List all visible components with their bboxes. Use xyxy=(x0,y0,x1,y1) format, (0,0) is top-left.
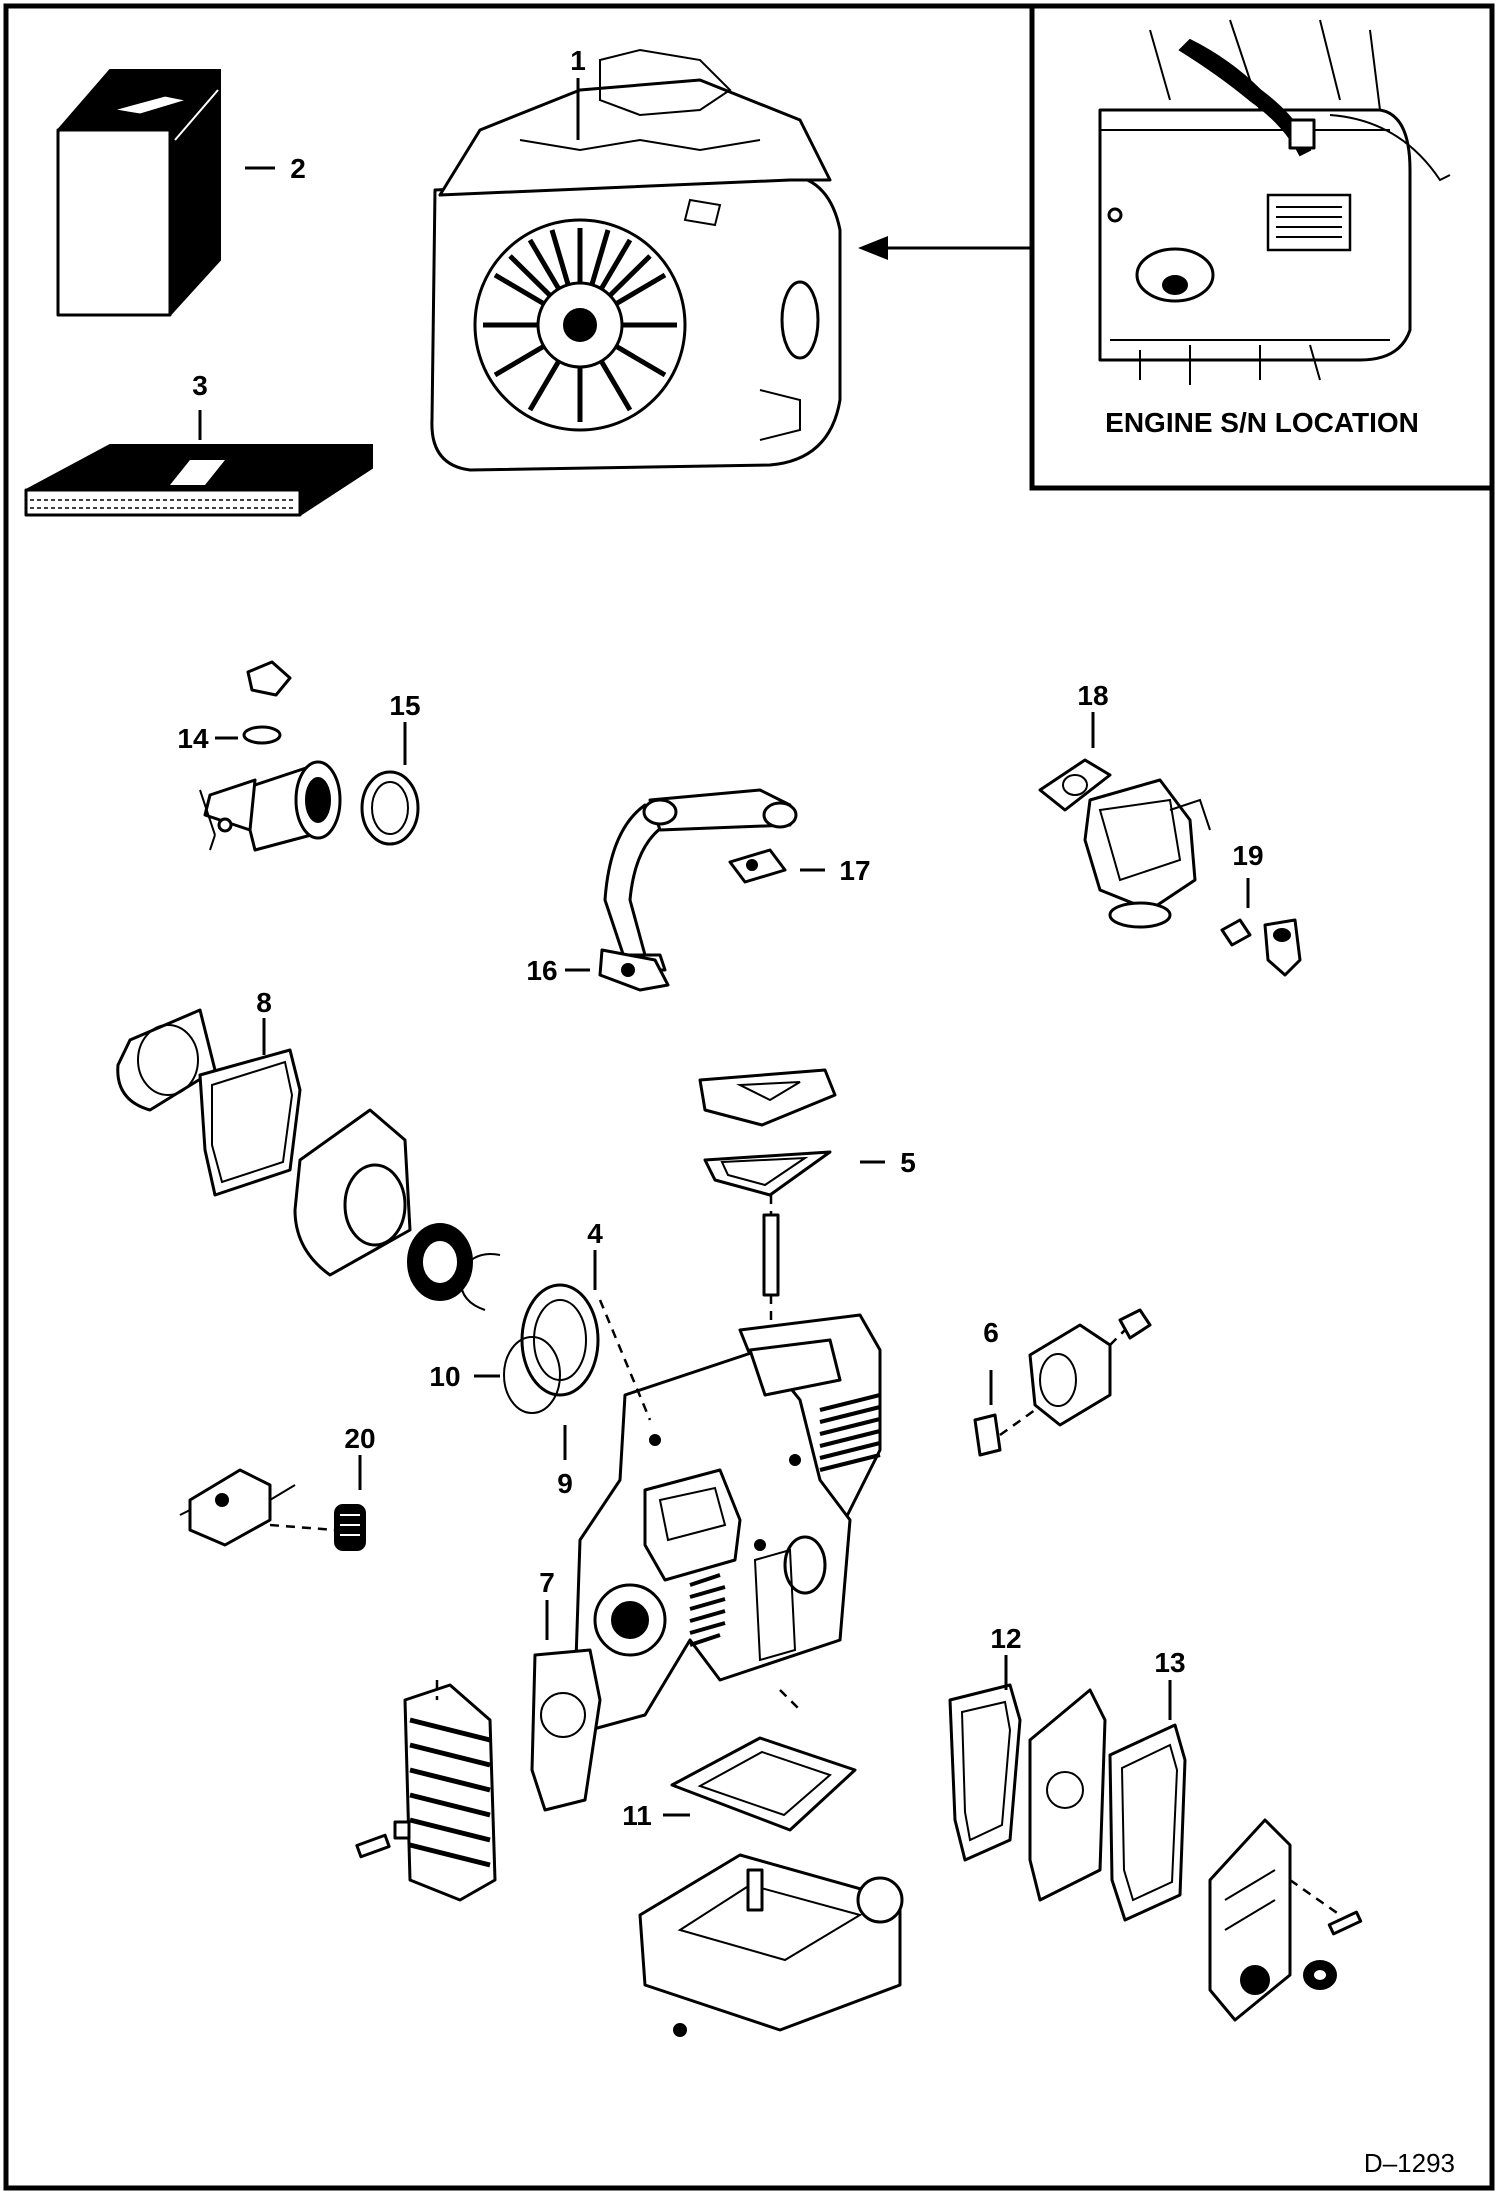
callout-11: 11 xyxy=(622,1800,652,1831)
cylinder-fins xyxy=(689,1393,881,1647)
air-filter-element-part xyxy=(56,69,221,317)
callout-20: 20 xyxy=(344,1423,375,1454)
callout-6: 6 xyxy=(983,1317,999,1348)
snap-ring-part xyxy=(459,1253,501,1311)
pre-cleaner-panel-part xyxy=(24,444,373,517)
engine-assembly-part xyxy=(430,48,842,472)
callout-18: 18 xyxy=(1077,680,1108,711)
gasket-part-19 xyxy=(1220,918,1252,947)
callout-8: 8 xyxy=(256,987,272,1018)
callout-1: 1 xyxy=(570,45,586,76)
inset-arrowhead xyxy=(858,236,888,260)
cover-plate-part-6 xyxy=(973,1413,1002,1457)
gasket-part-5 xyxy=(703,1150,832,1197)
breather-housing-part xyxy=(1028,1308,1152,1427)
callout-13: 13 xyxy=(1154,1647,1185,1678)
serial-plate xyxy=(1266,193,1352,252)
callout-4: 4 xyxy=(587,1218,603,1249)
elbow-fitting-part xyxy=(1263,918,1302,977)
callout-16: 16 xyxy=(526,955,557,986)
carburetor-part xyxy=(1083,778,1211,929)
callout-10: 10 xyxy=(429,1361,460,1392)
outer-frame xyxy=(3,3,1495,2191)
cylinder-head-part xyxy=(355,1683,497,1902)
oil-pan-gasket-part-11 xyxy=(670,1736,857,1832)
fuel-pump-part xyxy=(179,1468,296,1547)
oil-pan-part xyxy=(638,1853,904,2037)
gasket-part-13 xyxy=(1108,1723,1187,1922)
callout-2: 2 xyxy=(290,153,306,184)
callout-14: 14 xyxy=(177,723,209,754)
callout-17: 17 xyxy=(839,855,870,886)
exhaust-manifold-part xyxy=(603,788,798,972)
carburetor-gasket-part-18 xyxy=(1038,758,1112,812)
inset-caption: ENGINE S/N LOCATION xyxy=(1105,407,1419,438)
gasket-part-8 xyxy=(198,1048,302,1197)
callout-3: 3 xyxy=(192,370,208,401)
cover-seal-part xyxy=(1303,1960,1337,1990)
gear-cover-plate-part xyxy=(1028,1688,1107,1902)
oil-seal-retainer-part xyxy=(503,1283,600,1414)
fuel-filter-part-20 xyxy=(334,1504,366,1551)
gear-cover-part xyxy=(1208,1818,1292,2022)
cover-bolt-part xyxy=(1327,1910,1363,1936)
starter-motor-part xyxy=(199,660,342,852)
gasket-part-12 xyxy=(948,1683,1022,1862)
bearing-housing-part xyxy=(293,1108,412,1277)
callout-15: 15 xyxy=(389,690,420,721)
callout-19: 19 xyxy=(1232,840,1263,871)
bearing-part xyxy=(407,1223,473,1301)
closure-plate-part xyxy=(116,1008,217,1112)
callout-9: 9 xyxy=(557,1468,573,1499)
valve-cover-part xyxy=(698,1068,837,1127)
cylinder-stud-part xyxy=(762,1213,780,1297)
gasket-part-16 xyxy=(598,948,670,992)
ring-part-15 xyxy=(360,770,420,846)
callout-7: 7 xyxy=(539,1567,555,1598)
engine-sn-inset: ENGINE S/N LOCATION xyxy=(1029,3,1495,491)
drawing-number: D–1293 xyxy=(1364,2148,1455,2178)
gasket-part-17 xyxy=(728,848,787,884)
head-gasket-part-7 xyxy=(530,1648,602,1812)
callout-5: 5 xyxy=(900,1147,916,1178)
callout-12: 12 xyxy=(990,1623,1021,1654)
crankcase-block-part xyxy=(573,1313,882,1732)
